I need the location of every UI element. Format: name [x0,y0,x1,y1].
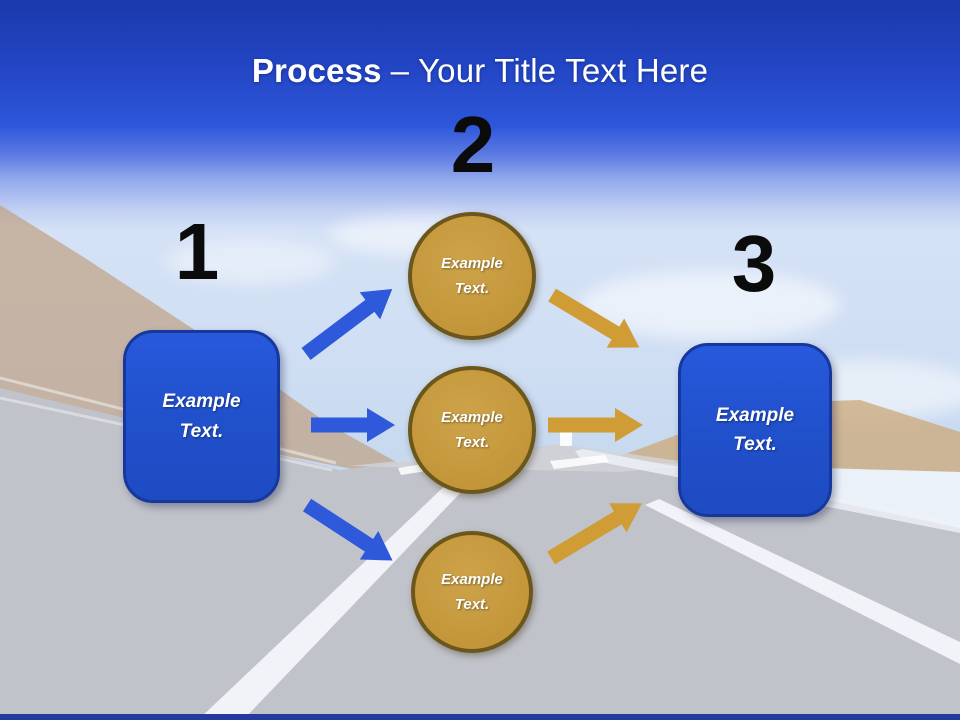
arrow-blue-to-middle-circle [311,407,397,443]
process-circle-bottom-label: Example Text. [441,570,503,614]
process-circle-top-label: Example Text. [441,254,503,298]
process-circle-top: Example Text. [408,212,536,340]
step-number-3: 3 [731,219,777,308]
step-number-2: 2 [450,100,496,189]
lane-dash-2 [550,455,609,469]
process-box-right-label: Example Text. [715,404,795,455]
title-bold: Process [251,52,382,89]
process-box-right: Example Text. [678,343,832,517]
process-box-left: Example Text. [123,330,280,503]
road-stripe-right [645,499,960,664]
process-circle-bottom: Example Text. [411,531,533,653]
distant-sign [560,429,572,446]
step-number-1: 1 [174,207,220,296]
slide-title: Process– Your Title Text Here [0,52,960,90]
process-circle-middle-label: Example Text. [441,408,503,452]
road-stripe-left [198,479,466,720]
process-box-left-label: Example Text. [162,391,241,442]
bottom-accent-bar [0,714,960,720]
arrow-blue-to-top-circle [295,273,405,368]
arrow-blue-to-bottom-circle [297,490,404,577]
title-rest: – Your Title Text Here [390,52,709,89]
arrow-gold-from-top-circle [543,280,651,364]
arrow-gold-from-middle-circle [548,407,645,443]
arrow-gold-from-bottom-circle [542,487,653,573]
process-circle-middle: Example Text. [408,366,536,494]
